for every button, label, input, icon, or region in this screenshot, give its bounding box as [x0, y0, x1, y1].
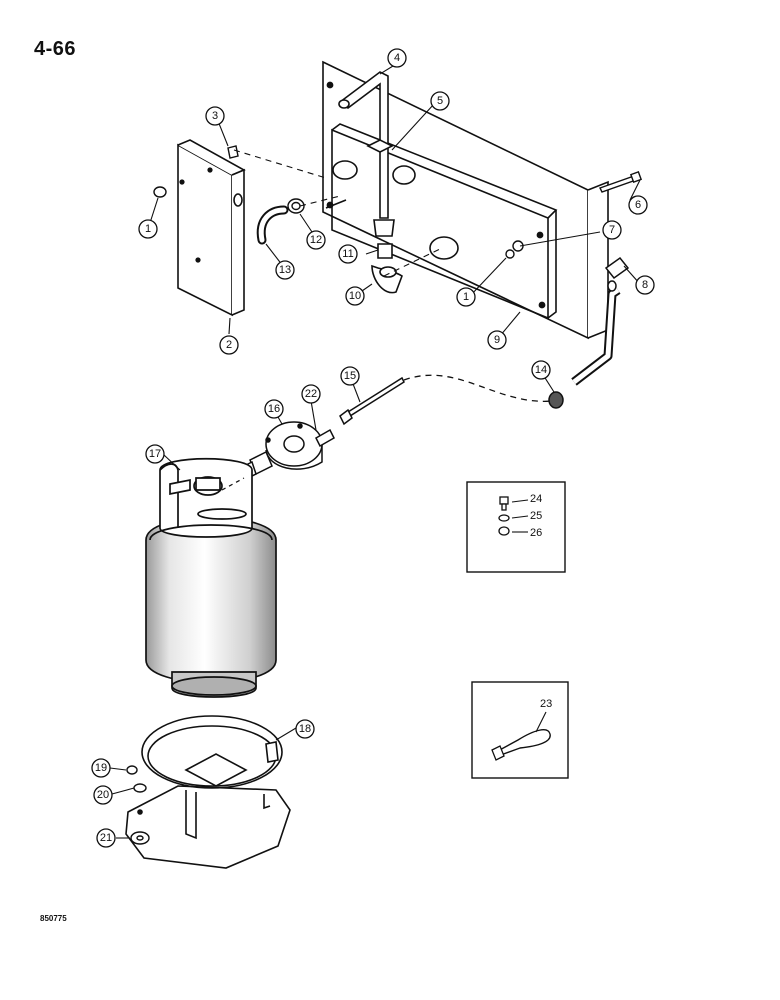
elbow-hose [256, 198, 305, 245]
page-number: 4-66 [34, 38, 77, 60]
callout-20: 20 [93, 785, 113, 805]
svg-text:14: 14 [535, 364, 547, 376]
callout-8: 8 [635, 275, 655, 295]
svg-text:1: 1 [145, 223, 151, 235]
svg-text:13: 13 [279, 264, 291, 276]
bracket [177, 139, 246, 317]
callout-13: 13 [275, 260, 295, 280]
callout-7: 7 [602, 220, 622, 240]
svg-text:4: 4 [394, 52, 400, 64]
callout-14: 14 [531, 360, 551, 380]
mounting-panel [322, 60, 609, 340]
inset-label-23: 23 [540, 698, 552, 710]
svg-text:22: 22 [305, 388, 317, 400]
callout-3: 3 [205, 106, 225, 126]
callout-1b: 1 [456, 287, 476, 307]
svg-text:18: 18 [299, 723, 311, 735]
callout-16: 16 [264, 399, 284, 419]
callout-12: 12 [306, 230, 326, 250]
callout-17: 17 [145, 444, 165, 464]
svg-text:9: 9 [494, 334, 500, 346]
callout-10: 10 [345, 286, 365, 306]
assembly-dash-lines [233, 149, 443, 277]
callout-15: 15 [340, 366, 360, 386]
grommet-and-line [548, 256, 630, 409]
callout-5: 5 [430, 91, 450, 111]
callout-9: 9 [487, 330, 507, 350]
svg-text:16: 16 [268, 403, 280, 415]
inset-label-24: 24 [530, 493, 542, 505]
callout-1a: 1 [138, 219, 158, 239]
drawing-id: 850775 [40, 914, 67, 923]
svg-text:5: 5 [437, 95, 443, 107]
svg-text:15: 15 [344, 370, 356, 382]
callout-21: 21 [96, 828, 116, 848]
svg-text:19: 19 [95, 762, 107, 774]
inset-label-26: 26 [530, 527, 542, 539]
callouts: 1 2 3 4 5 6 7 8 9 10 11 12 13 14 15 16 1… [91, 48, 655, 848]
svg-text:12: 12 [310, 234, 322, 246]
svg-text:2: 2 [226, 339, 232, 351]
callout-22: 22 [301, 384, 321, 404]
callout-6: 6 [628, 195, 648, 215]
callout-18: 18 [295, 719, 315, 739]
hose-route-line [403, 374, 561, 402]
svg-text:17: 17 [149, 448, 161, 460]
svg-text:11: 11 [342, 248, 353, 260]
svg-text:21: 21 [100, 832, 112, 844]
svg-text:6: 6 [635, 199, 641, 211]
fuel-hose-assembly [239, 376, 405, 482]
svg-text:8: 8 [642, 279, 648, 291]
strap-inset: 23 [471, 681, 569, 779]
base-hardware [126, 765, 150, 845]
svg-text:3: 3 [212, 110, 218, 122]
svg-text:20: 20 [97, 789, 109, 801]
callout-11: 11 [338, 244, 358, 264]
bracket-nuts [153, 145, 239, 198]
hardware-inset: 24 25 26 [466, 481, 566, 573]
callout-4: 4 [387, 48, 407, 68]
svg-text:7: 7 [609, 224, 615, 236]
propane-tank [145, 457, 277, 698]
callout-19: 19 [91, 758, 111, 778]
svg-text:10: 10 [349, 290, 361, 302]
bolt [599, 170, 643, 193]
tank-mount-base [125, 715, 291, 869]
inset-label-25: 25 [530, 510, 542, 522]
svg-text:1: 1 [463, 291, 469, 303]
callout-2: 2 [219, 335, 239, 355]
